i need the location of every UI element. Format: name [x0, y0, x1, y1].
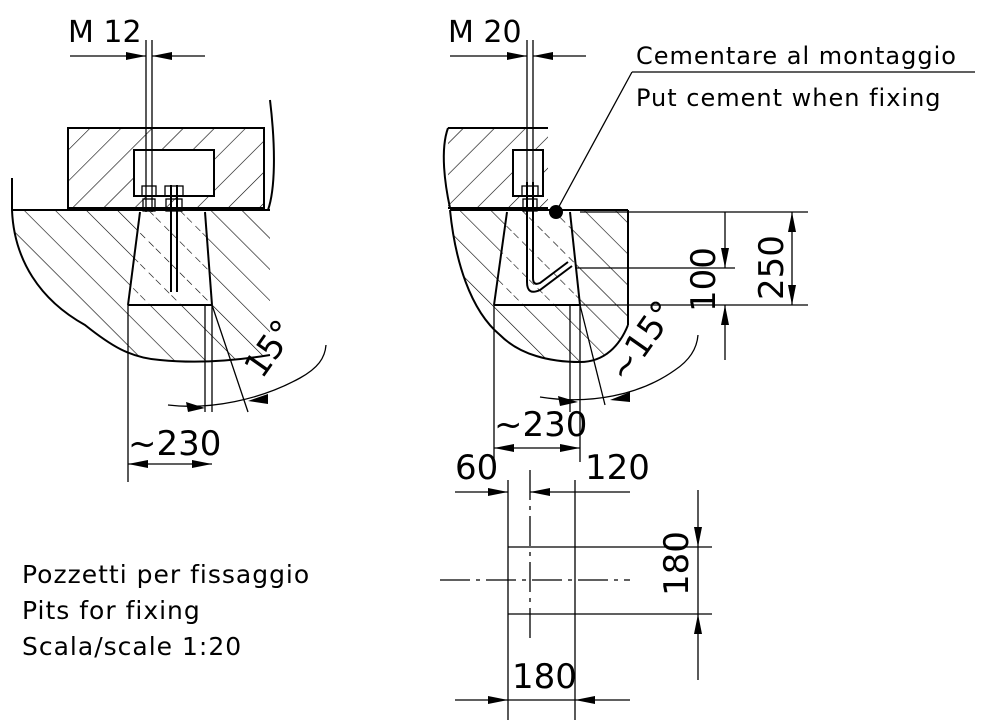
offset-left-label: 60: [455, 448, 498, 488]
right-depth-dimensions: 250 100: [575, 211, 808, 360]
depth-inner-label: 100: [684, 247, 724, 312]
left-width-dimension: ~230: [127, 305, 221, 482]
plan-width-dimension: 180: [455, 657, 630, 704]
right-bolt-label: M 20: [448, 15, 522, 50]
right-bolt-dimension: M 20: [448, 15, 586, 182]
left-anchor-bolt: [141, 178, 184, 292]
left-machine-base: [67, 127, 265, 209]
plan-width-label: 180: [512, 657, 577, 697]
cement-note: Cementare al montaggio Put cement when f…: [549, 42, 975, 219]
right-width-label: ~230: [494, 405, 587, 445]
caption-title-italian: Pozzetti per fissaggio: [22, 560, 310, 589]
offset-right-label: 120: [585, 448, 650, 488]
depth-total-label: 250: [752, 235, 792, 300]
plan-height-dimension: 180: [657, 490, 702, 680]
caption-title-english: Pits for fixing: [22, 596, 201, 625]
plan-view: 60 120 180 180: [440, 448, 712, 720]
right-pit-detail: Cementare al montaggio Put cement when f…: [442, 15, 975, 462]
left-bolt-label: M 12: [68, 15, 142, 50]
caption-scale: Scala/scale 1:20: [22, 632, 242, 661]
right-width-dimension: ~230: [493, 305, 587, 462]
cement-note-english: Put cement when fixing: [636, 84, 942, 112]
plan-height-label: 180: [657, 531, 697, 596]
right-anchor-bolt: [521, 182, 573, 293]
left-bolt-dimension: M 12: [68, 15, 205, 178]
right-pit: [493, 211, 581, 306]
left-width-label: ~230: [128, 424, 221, 464]
cement-note-italian: Cementare al montaggio: [636, 42, 957, 70]
left-pit-detail: M 12 ~230 15°: [11, 15, 327, 482]
plan-offset-dimension: 60 120: [455, 448, 650, 496]
caption: Pozzetti per fissaggio Pits for fixing S…: [22, 560, 310, 661]
